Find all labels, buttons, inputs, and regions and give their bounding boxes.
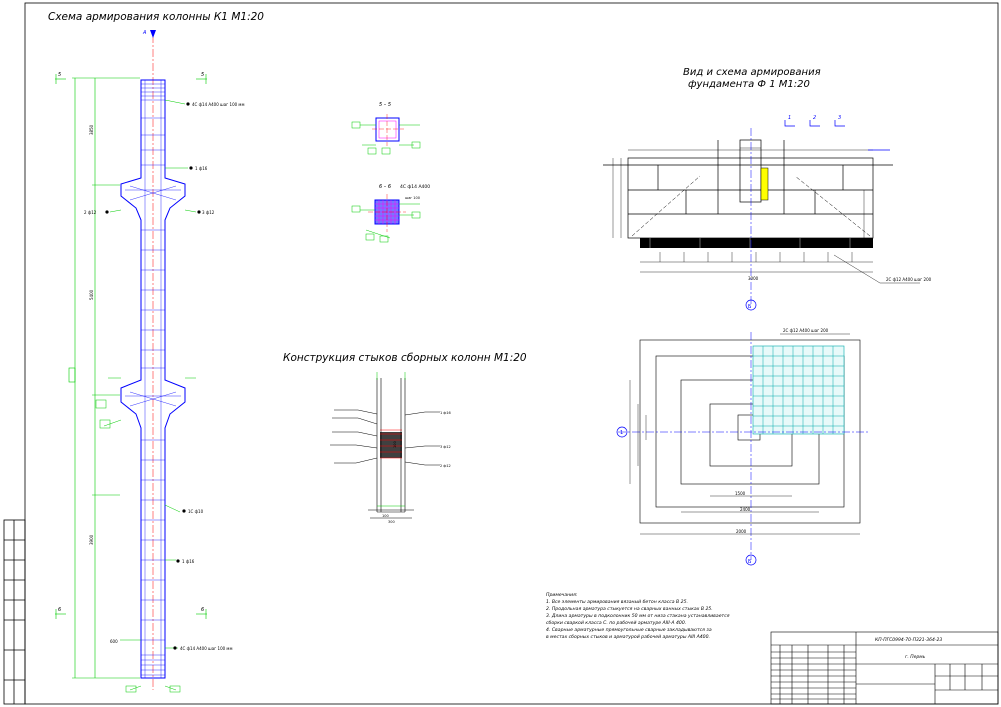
note-3: 3. Длина арматуры в подколонник 50 мм от…	[546, 614, 730, 619]
stamp-code: КП-ПГС0994-70-П321-364-23	[875, 637, 942, 643]
column-k1: 3850 5400 3900	[55, 30, 244, 693]
section-6-6: 4С ф14 А400 шаг 100	[351, 184, 430, 243]
svg-text:шаг 100: шаг 100	[405, 196, 420, 200]
joints-title: Конструкция стыков сборных колонн М1:20	[283, 352, 527, 364]
note-5: 4. Сварные арматурные прямоугольные свар…	[546, 628, 712, 633]
stamp-city: г. Пермь	[905, 654, 926, 660]
svg-text:600: 600	[110, 639, 118, 644]
foundation-title-line2: фундамента Ф 1 М1:20	[688, 79, 810, 90]
foundation-elevation: 1 2 3 Б 3000 2С ф12 А400 шаг 200	[603, 115, 932, 311]
section-6-left: 6	[58, 607, 62, 613]
section-55-title: 5 – 5	[379, 102, 392, 108]
svg-text:4С ф14 А400: 4С ф14 А400	[400, 184, 430, 190]
dim-3000-label: 3000	[748, 276, 759, 281]
svg-text:1 ф16: 1 ф16	[195, 166, 208, 171]
section-5-5	[351, 114, 421, 155]
svg-text:1 ф16: 1 ф16	[182, 559, 195, 564]
title-block	[770, 631, 999, 705]
foundation-title-line1: Вид и схема армирования	[683, 67, 821, 78]
svg-text:5400: 5400	[89, 289, 94, 300]
foundation-plan: 1 Б 1500 2400 2000 2С ф12 А400 шаг 200	[616, 328, 870, 566]
svg-text:3850: 3850	[89, 124, 94, 135]
svg-text:4С ф14 А400 шаг 100 мм: 4С ф14 А400 шаг 100 мм	[180, 646, 232, 651]
axis-b2-label: Б	[748, 559, 752, 565]
cut-1-label: 1	[788, 115, 791, 121]
cut-3-label: 3	[838, 115, 841, 121]
dim-2000-label: 2000	[736, 529, 747, 534]
sheet-frame	[3, 2, 999, 705]
svg-text:4С ф14 А400 шаг 100 мм: 4С ф14 А400 шаг 100 мм	[192, 102, 244, 107]
svg-text:2С ф12 А400 шаг 200: 2С ф12 А400 шаг 200	[886, 277, 932, 282]
svg-text:2 ф12: 2 ф12	[440, 464, 451, 468]
notes-heading: Примечания:	[546, 593, 578, 598]
note-2: 2. Продольная арматура стыкуется на свар…	[546, 607, 713, 612]
svg-text:1С ф10: 1С ф10	[188, 509, 204, 514]
section-a-mark: А	[143, 30, 147, 36]
svg-text:300: 300	[388, 520, 395, 524]
svg-text:2С ф12 А400 шаг 200: 2С ф12 А400 шаг 200	[783, 328, 829, 333]
section-6-right: 6	[201, 607, 205, 613]
axis-1-label: 1	[620, 430, 623, 436]
section-5-left: 5	[58, 72, 62, 78]
column-title: Схема армирования колонны К1 М1:20	[48, 11, 264, 23]
svg-text:2 ф12: 2 ф12	[84, 210, 97, 215]
axis-b-label: Б	[748, 304, 752, 310]
svg-text:100: 100	[382, 514, 389, 518]
cut-2-label: 2	[813, 115, 816, 121]
svg-text:100: 100	[393, 441, 397, 448]
note-1: 1. Все элементы армирования вязаный бето…	[546, 600, 688, 605]
note-6: в местах сборных стыков и арматурой рабо…	[546, 635, 710, 640]
joint-detail: 1 ф16 3 ф12 2 ф12 100 100 300	[330, 372, 451, 524]
section-5-right: 5	[201, 72, 205, 78]
svg-text:3900: 3900	[89, 534, 94, 545]
svg-text:3 ф12: 3 ф12	[202, 210, 215, 215]
dim-2400-label: 2400	[740, 507, 751, 512]
svg-text:3 ф12: 3 ф12	[440, 445, 451, 449]
dim-1500-label: 1500	[735, 491, 746, 496]
note-4: сборки сваркой класса С. по рабочей арма…	[546, 621, 687, 626]
section-66-title: 6 – 6	[379, 184, 392, 190]
notes-block: Примечания: 1. Все элементы армирования …	[546, 592, 730, 641]
svg-text:1 ф16: 1 ф16	[440, 411, 451, 415]
